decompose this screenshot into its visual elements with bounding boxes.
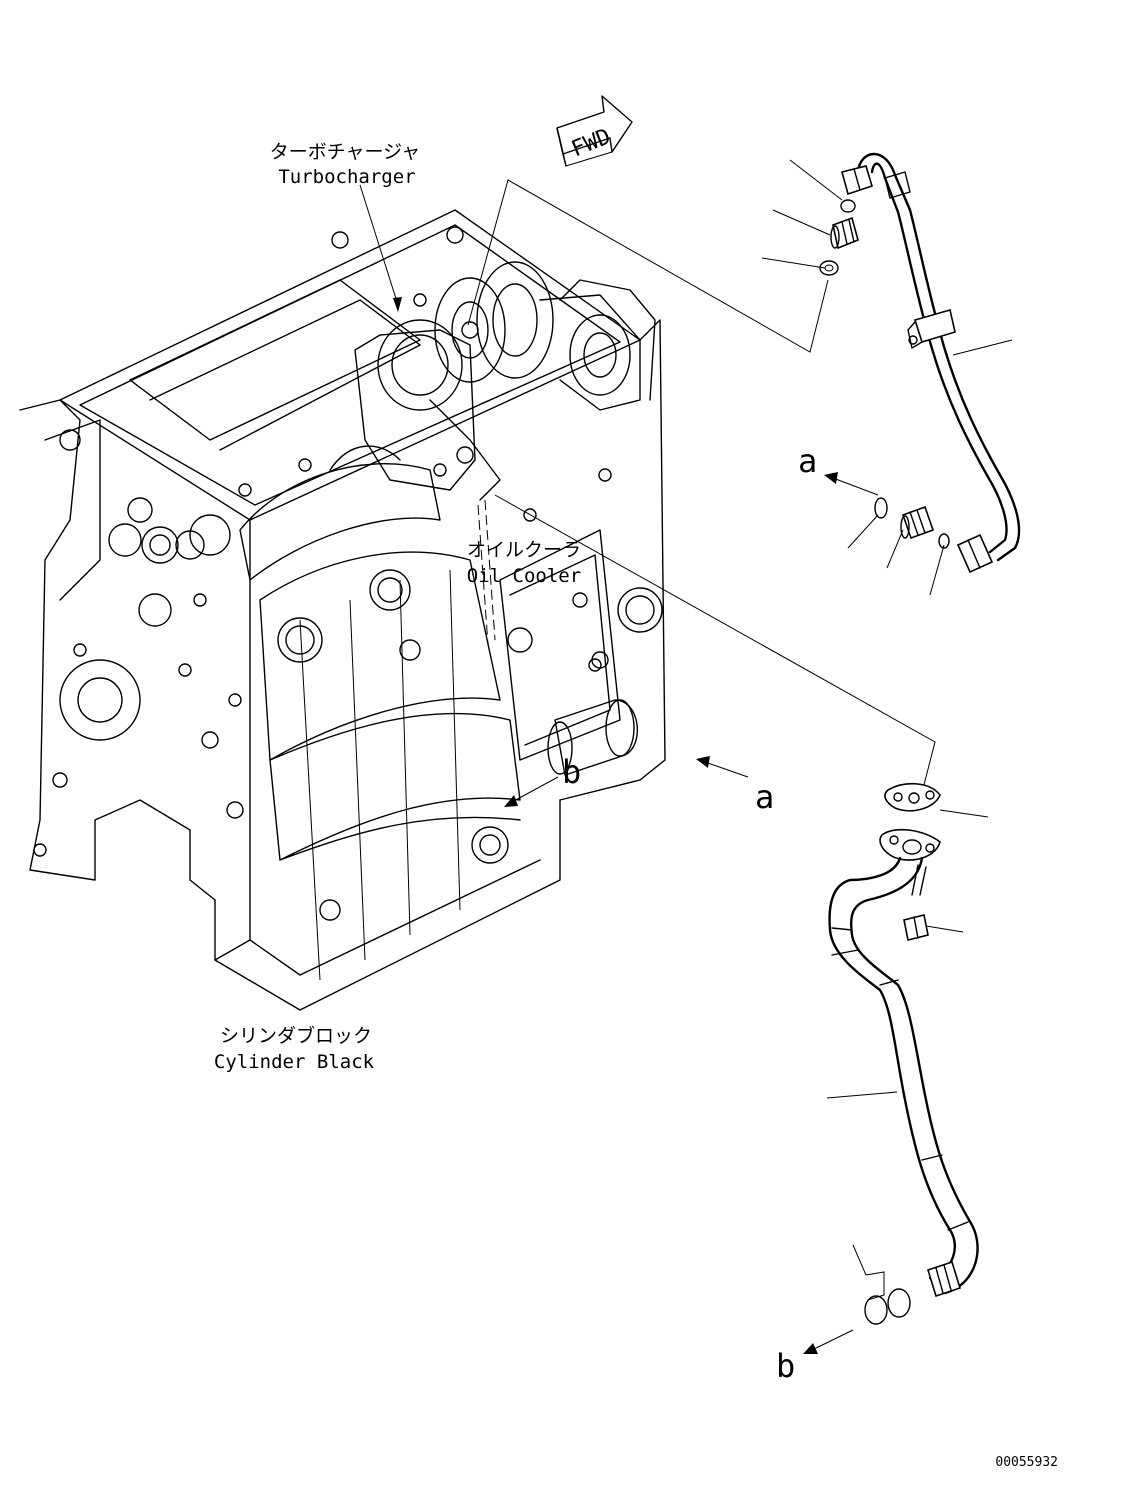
leader-lines xyxy=(359,159,1013,1354)
fwd-label: FWD xyxy=(568,124,614,162)
connector-icon xyxy=(900,505,935,540)
bolt-icon xyxy=(903,864,929,941)
ref-a-lower: a xyxy=(755,778,774,816)
ref-b-block: b xyxy=(562,753,581,791)
ref-a-upper: a xyxy=(798,442,817,480)
o-ring-icon xyxy=(887,1288,911,1318)
oil-supply-parts xyxy=(819,152,1021,574)
drawing-number: 00055932 xyxy=(995,1455,1058,1470)
gasket-icon xyxy=(884,782,941,812)
ref-b-lower: b xyxy=(776,1347,795,1385)
cylinder-block-label-en: Cylinder Black xyxy=(214,1051,375,1073)
oil-return-tube xyxy=(828,856,957,1280)
oil-cooler-label-en: Oil Cooler xyxy=(467,565,581,587)
washer-icon xyxy=(840,199,856,213)
oil-supply-tube xyxy=(856,152,1021,562)
cylinder-block xyxy=(19,209,666,1011)
oil-cooler-label-jp: オイルクーラ xyxy=(467,539,581,561)
turbocharger xyxy=(354,261,656,501)
cylinder-block-label-jp: シリンダブロック xyxy=(220,1024,372,1047)
turbocharger-label-en: Turbocharger xyxy=(278,166,415,188)
o-ring-icon xyxy=(874,497,888,519)
washer-icon xyxy=(819,260,839,276)
o-ring-icon xyxy=(938,533,950,549)
connector-icon xyxy=(830,216,859,250)
turbocharger-label-jp: ターボチャージャ xyxy=(270,141,420,163)
oil-return-parts xyxy=(828,782,979,1325)
fwd-arrow-icon: FWD xyxy=(556,95,633,167)
o-ring-icon xyxy=(864,1295,888,1325)
